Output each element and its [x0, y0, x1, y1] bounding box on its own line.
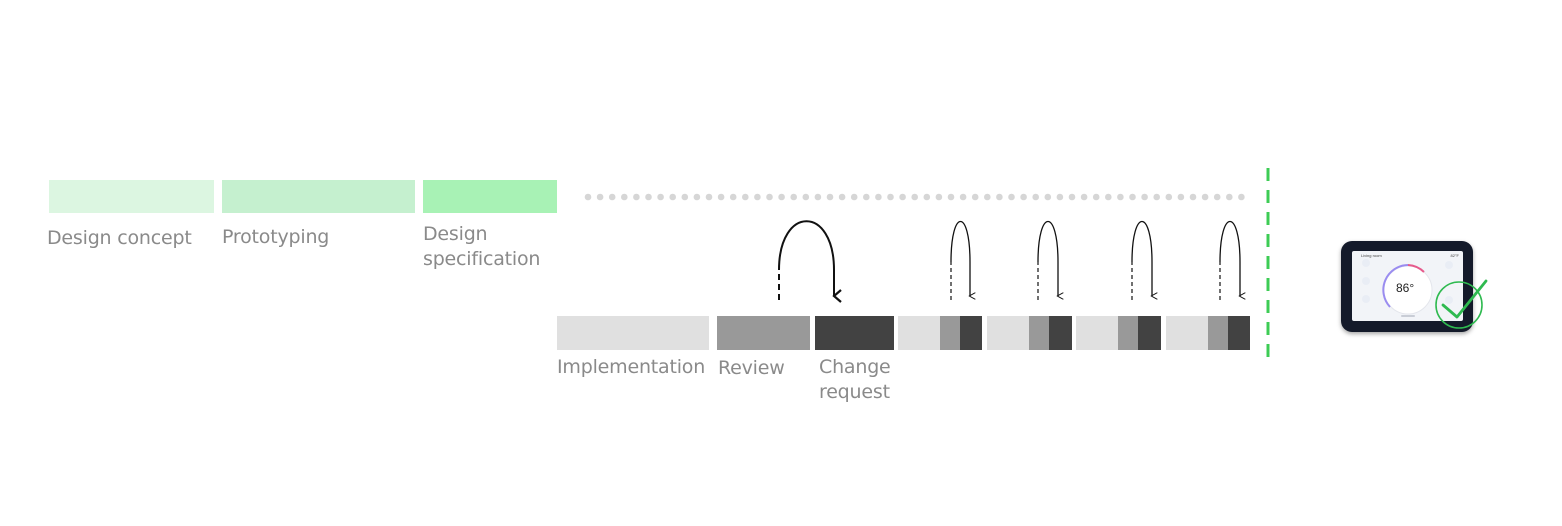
timeline-dot [778, 193, 785, 201]
timeline-dot [802, 193, 810, 201]
iteration-implementation-bar [1166, 316, 1208, 350]
timeline-dot [863, 193, 870, 201]
temperature-readout: 86° [1396, 281, 1415, 295]
timeline-dot [1189, 193, 1197, 201]
timeline-dot [681, 193, 689, 201]
review-bar [717, 316, 810, 350]
timeline-dot [971, 193, 979, 201]
timeline-dot [1153, 193, 1160, 201]
iteration-implementation-bar [898, 316, 940, 350]
timeline-dot [984, 193, 991, 201]
timeline-dot [935, 193, 943, 201]
iteration-loop-arrow [950, 220, 970, 300]
iteration-loop-arrow [1219, 220, 1240, 300]
thermostat-device: Living room 82°F 86° [1341, 241, 1473, 332]
timeline-dot [838, 193, 846, 201]
timeline-dot [657, 193, 664, 201]
timeline-dot [1092, 193, 1100, 201]
timeline-dot [729, 193, 737, 201]
timeline-dot [742, 193, 749, 201]
design-concept-label: Design concept [47, 227, 192, 249]
implementation-label: Implementation [557, 356, 706, 378]
timeline-dot [1201, 193, 1209, 201]
change-request-bar [815, 316, 894, 350]
design-concept-bar [49, 180, 214, 213]
change-request-label: Change request [819, 356, 891, 403]
iteration-change-bar [960, 316, 982, 350]
thermostat-screen: Living room 82°F 86° [1352, 251, 1463, 321]
timeline-dot [1117, 193, 1124, 201]
timeline-dot [754, 193, 761, 201]
timeline-dot [826, 193, 834, 201]
timeline-dot [584, 193, 592, 201]
iteration-review-bar [1029, 316, 1049, 350]
iteration-review-bar [1208, 316, 1228, 350]
prototyping-label: Prototyping [222, 226, 330, 248]
iteration-change-bar [1049, 316, 1072, 350]
timeline-dot [887, 193, 894, 201]
timeline-dot [923, 193, 931, 201]
iteration-implementation-bar [987, 316, 1029, 350]
timeline-dot [766, 193, 773, 201]
timeline-dot [1141, 193, 1148, 201]
timeline-dot [1177, 193, 1185, 201]
timeline-dot [1056, 193, 1064, 201]
iteration-review-bar [940, 316, 960, 350]
dotted-timeline [584, 193, 1245, 201]
timeline-dot [669, 193, 676, 201]
feedback-loop-arrow [778, 220, 842, 303]
timeline-dot [1008, 193, 1015, 201]
timeline-dot [996, 193, 1003, 201]
iteration-change-bar [1138, 316, 1161, 350]
timeline-dot [1068, 193, 1076, 201]
timeline-dot [947, 193, 955, 201]
timeline-dot [899, 193, 906, 201]
timeline-dot [717, 193, 725, 201]
timeline-dot [693, 193, 701, 201]
iteration-review-bar [1118, 316, 1138, 350]
timeline-dot [1238, 193, 1245, 201]
room-label: Living room [1361, 253, 1382, 258]
design-specification-bar [423, 180, 557, 213]
prototyping-bar [222, 180, 415, 213]
timeline-dot [1213, 193, 1221, 201]
timeline-dot [1032, 193, 1039, 201]
iteration-loop-arrow [1037, 220, 1058, 300]
review-label: Review [718, 357, 785, 379]
implementation-bar [557, 316, 709, 350]
timeline-dot [1080, 193, 1088, 201]
timeline-dot [621, 193, 628, 201]
check-icon [1435, 279, 1488, 329]
thermostat-dial [1362, 259, 1453, 317]
outdoor-temperature: 82°F [1450, 253, 1460, 258]
timeline-dot [1020, 193, 1027, 201]
iteration-change-bar [1228, 316, 1250, 350]
timeline-dot [596, 193, 604, 201]
timeline-dot [1129, 193, 1136, 201]
timeline-dot [633, 193, 640, 201]
timeline-dot [1044, 193, 1052, 201]
timeline-dot [705, 193, 713, 201]
iteration-loop-arrow [1131, 220, 1152, 300]
timeline-dot [645, 193, 652, 201]
timeline-dot [850, 193, 858, 201]
timeline-dot [790, 193, 797, 201]
timeline-dot [814, 193, 822, 201]
iteration-implementation-bar [1076, 316, 1118, 350]
design-specification-label: Design specification [423, 223, 541, 270]
timeline-dot [1165, 193, 1173, 201]
timeline-dot [1105, 193, 1112, 201]
timeline-dot [1226, 193, 1233, 201]
timeline-dot [959, 193, 967, 201]
timeline-dot [608, 193, 616, 201]
timeline-dot [875, 193, 882, 201]
timeline-dot [911, 193, 918, 201]
